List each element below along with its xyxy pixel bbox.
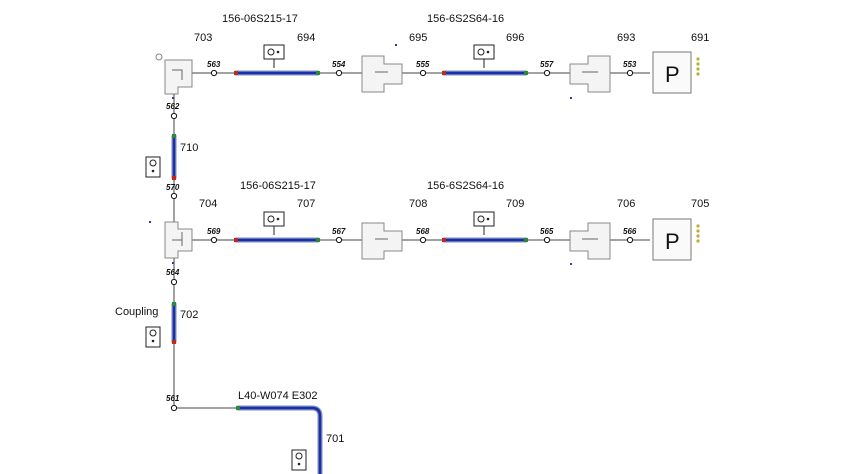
row1-tee-label: 703 bbox=[194, 32, 212, 44]
node-555-label: 555 bbox=[416, 60, 430, 69]
row2-pump-letter: P bbox=[665, 229, 680, 254]
pipe-710[interactable] bbox=[145, 133, 177, 181]
row2-pipe-a-label: 707 bbox=[297, 198, 315, 210]
row1-reducer-b-label: 693 bbox=[617, 32, 635, 44]
vertical-run: 562 710 570 564 Coupling bbox=[115, 94, 312, 412]
node-563[interactable] bbox=[210, 69, 218, 77]
node-569-label: 569 bbox=[207, 227, 221, 236]
node-564-label: 564 bbox=[166, 268, 180, 277]
pipe-702-label: 702 bbox=[180, 309, 198, 321]
row1-pump-symbol[interactable] bbox=[652, 51, 692, 94]
pipe-701-gauge-icon bbox=[291, 449, 307, 471]
node-561-label: 561 bbox=[166, 394, 180, 403]
row-2: 156-06S215-17 156-6S2S64-16 704 707 708 … bbox=[149, 180, 709, 265]
row2-reducer-a-label: 708 bbox=[409, 198, 427, 210]
row1-reducer-a-symbol[interactable] bbox=[361, 55, 403, 93]
node-567[interactable] bbox=[335, 236, 343, 244]
bottom-pipe-spec: L40-W074 E302 bbox=[238, 390, 318, 402]
node-565-label: 565 bbox=[540, 227, 554, 236]
node-554[interactable] bbox=[335, 69, 343, 77]
node-566-label: 566 bbox=[623, 227, 637, 236]
node-566[interactable] bbox=[626, 236, 634, 244]
row2-tee-label: 704 bbox=[199, 198, 217, 210]
pipe-702-gauge-icon bbox=[145, 326, 161, 348]
row2-pipe-spec-a: 156-06S215-17 bbox=[240, 180, 316, 192]
row2-reducer-b-label: 706 bbox=[617, 198, 635, 210]
node-570[interactable] bbox=[170, 192, 178, 200]
coupling-label: Coupling bbox=[115, 306, 158, 318]
node-553-label: 553 bbox=[623, 60, 637, 69]
row1-pipe-a[interactable] bbox=[233, 44, 321, 76]
bottom-run: L40-W074 E302 701 bbox=[235, 390, 344, 474]
node-563-label: 563 bbox=[207, 60, 221, 69]
row2-pump-label: 705 bbox=[691, 198, 709, 210]
node-570-label: 570 bbox=[166, 183, 180, 192]
node-568-label: 568 bbox=[416, 227, 430, 236]
row1-pump-status-dots bbox=[696, 57, 700, 76]
row2-pipe-b[interactable] bbox=[441, 211, 529, 243]
row1-pump-letter: P bbox=[665, 62, 680, 87]
node-569[interactable] bbox=[210, 236, 218, 244]
row1-pipe-spec-b: 156-6S2S64-16 bbox=[427, 13, 504, 25]
node-568[interactable] bbox=[419, 236, 427, 244]
row2-pipe-a[interactable] bbox=[233, 211, 321, 243]
row1-pipe-spec-a: 156-06S215-17 bbox=[222, 13, 298, 25]
node-562[interactable] bbox=[170, 112, 178, 120]
node-554-label: 554 bbox=[332, 60, 346, 69]
node-565[interactable] bbox=[543, 236, 551, 244]
node-564[interactable] bbox=[170, 278, 178, 286]
row1-pump-label: 691 bbox=[691, 32, 709, 44]
row1-reducer-b-symbol[interactable] bbox=[569, 55, 611, 93]
node-555[interactable] bbox=[419, 69, 427, 77]
row1-tee-port bbox=[155, 53, 163, 61]
row1-tee-symbol[interactable] bbox=[164, 59, 193, 95]
node-562-label: 562 bbox=[166, 102, 180, 111]
node-557-label: 557 bbox=[540, 60, 554, 69]
row2-pipe-spec-b: 156-6S2S64-16 bbox=[427, 180, 504, 192]
pipe-710-gauge-icon bbox=[145, 156, 161, 178]
row-1: 156-06S215-17 156-6S2S64-16 703 694 695 … bbox=[155, 13, 709, 99]
row2-reducer-a-symbol[interactable] bbox=[361, 222, 403, 260]
row1-pipe-b[interactable] bbox=[441, 44, 529, 76]
row1-pipe-b-label: 696 bbox=[506, 32, 524, 44]
row2-reducer-b-symbol[interactable] bbox=[569, 222, 611, 260]
row1-pipe-a-label: 694 bbox=[297, 32, 315, 44]
node-567-label: 567 bbox=[332, 227, 346, 236]
row1-tee-branch bbox=[172, 69, 183, 80]
pipe-710-label: 710 bbox=[180, 142, 198, 154]
node-553[interactable] bbox=[626, 69, 634, 77]
row1-reducer-a-label: 695 bbox=[409, 32, 427, 44]
row2-pump-status-dots bbox=[696, 224, 700, 243]
row2-pump-symbol[interactable] bbox=[652, 218, 692, 261]
row2-pipe-b-label: 709 bbox=[506, 198, 524, 210]
node-561[interactable] bbox=[170, 404, 178, 412]
pipe-702[interactable] bbox=[145, 301, 177, 348]
pipe-701-label: 701 bbox=[326, 433, 344, 445]
node-557[interactable] bbox=[543, 69, 551, 77]
pipe-701[interactable] bbox=[235, 405, 323, 474]
